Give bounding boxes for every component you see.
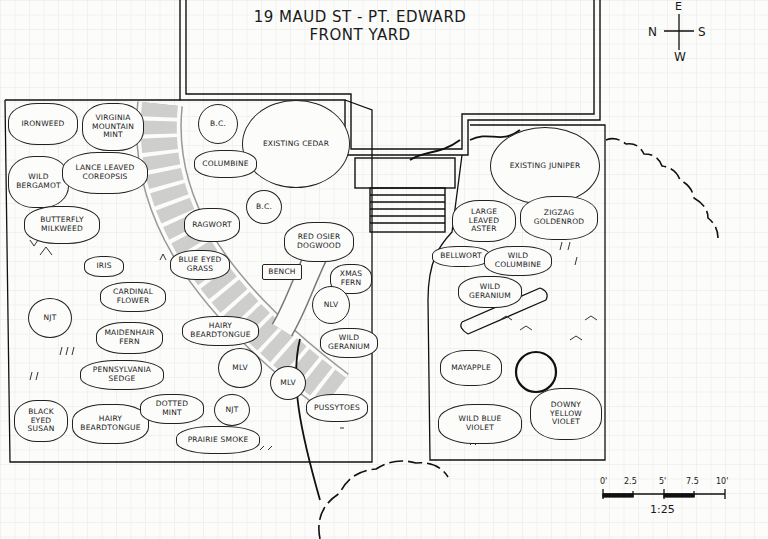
planting-area: WILD GERANIUM <box>458 276 522 308</box>
compass-letter: S <box>698 25 706 39</box>
bench-box: BENCH <box>262 264 302 280</box>
planting-area: IRIS <box>84 256 124 277</box>
plant-name: NJT <box>43 314 56 323</box>
planting-area: LANCE LEAVED COREOPSIS <box>62 152 148 194</box>
plant-name: LANCE LEAVED COREOPSIS <box>69 164 141 181</box>
plant-name: ZIGZAG GOLDENROD <box>527 209 591 226</box>
plant-name: BLACK EYED SUSAN <box>21 408 61 434</box>
planting-area: RED OSIER DOGWOOD <box>284 222 354 262</box>
planting-area: COLUMBINE <box>194 150 257 178</box>
plant-name: NJT <box>225 406 238 415</box>
plant-name: MAYAPPLE <box>451 364 491 373</box>
compass-letter: E <box>675 0 682 13</box>
plant-name: BENCH <box>268 268 295 277</box>
plant-name: WILD BLUE VIOLET <box>445 415 515 432</box>
plant-name: WILD COLUMBINE <box>491 252 545 269</box>
scale-label: 0' <box>600 477 607 486</box>
scale-label: 2.5 <box>624 477 637 486</box>
plant-name: BELLWORT <box>440 252 482 261</box>
plant-name: COLUMBINE <box>202 160 248 169</box>
plant-name: NLV <box>324 301 339 310</box>
planting-area: ZIGZAG GOLDENROD <box>520 196 598 240</box>
planting-area: BLACK EYED SUSAN <box>14 400 68 442</box>
planting-area: LARGE LEAVED ASTER <box>452 200 516 242</box>
plant-name: IRONWEED <box>21 120 64 129</box>
plant-name: LARGE LEAVED ASTER <box>459 208 509 234</box>
plant-name: XMAS FERN <box>337 270 365 287</box>
plant-name: CARDINAL FLOWER <box>107 288 159 305</box>
plan-title: 19 MAUD ST - PT. EDWARD FRONT YARD <box>230 8 490 44</box>
plant-circle: EXISTING CEDAR <box>242 100 350 188</box>
plant-name: BLUE EYED GRASS <box>177 256 223 273</box>
compass-letter: N <box>648 25 657 39</box>
plant-name: PENNSYLVANIA SEDGE <box>87 366 157 383</box>
scale-label: 1:25 <box>650 503 675 516</box>
plant-circle: EXISTING JUNIPER <box>490 127 600 205</box>
planting-area: BELLWORT <box>432 246 490 267</box>
planting-area: VIRGINIA MOUNTAIN MINT <box>82 103 144 151</box>
planting-area: MAIDENHAIR FERN <box>96 322 163 354</box>
plant-name: PUSSYTOES <box>314 404 360 413</box>
plant-name: EXISTING CEDAR <box>263 140 329 149</box>
plant-name: IRIS <box>96 262 111 271</box>
plant-name: DOWNY YELLOW VIOLET <box>537 401 595 427</box>
planting-area: BLUE EYED GRASS <box>170 250 230 280</box>
plant-circle: B.C. <box>198 104 238 144</box>
planting-area: IRONWEED <box>8 103 78 145</box>
planting-area: CARDINAL FLOWER <box>100 282 166 312</box>
plant-name: HAIRY BEARDTONGUE <box>189 322 252 339</box>
plant-name: PRAIRIE SMOKE <box>188 436 249 445</box>
planting-area: WILD BERGAMOT <box>8 156 69 208</box>
planting-area: WILD BLUE VIOLET <box>438 404 522 444</box>
plant-name: MLV <box>232 364 248 373</box>
plant-name: WILD BERGAMOT <box>15 173 62 190</box>
planting-area: PUSSYTOES <box>306 394 368 422</box>
plant-name: EXISTING JUNIPER <box>510 162 581 171</box>
planting-area: RAGWORT <box>184 208 240 242</box>
planting-area: BUTTERFLY MILKWEED <box>24 206 100 244</box>
plant-name: RED OSIER DOGWOOD <box>291 233 347 250</box>
planting-area: DOWNY YELLOW VIOLET <box>530 388 602 440</box>
compass-letter: W <box>674 50 686 64</box>
plant-circle: B.C. <box>246 190 282 224</box>
plant-name: B.C. <box>210 120 226 129</box>
planting-area: HAIRY BEARDTONGUE <box>182 316 259 346</box>
scale-label: 7.5 <box>686 477 699 486</box>
plant-name: DOTTED MINT <box>147 400 197 417</box>
plant-circle: MLV <box>270 366 306 400</box>
planting-area: PRAIRIE SMOKE <box>176 426 260 454</box>
plant-circle: MLV <box>218 348 262 388</box>
scale-label: 10' <box>716 477 728 486</box>
plant-name: RAGWORT <box>192 221 232 230</box>
planting-area: HAIRY BEARDTONGUE <box>72 404 149 444</box>
plant-name: WILD GERANIUM <box>465 283 515 300</box>
planting-area: WILD GERANIUM <box>320 328 378 358</box>
plant-name: BUTTERFLY MILKWEED <box>31 216 93 233</box>
plant-name: VIRGINIA MOUNTAIN MINT <box>89 114 137 140</box>
plant-name: MLV <box>280 379 296 388</box>
planting-area: MAYAPPLE <box>440 350 502 386</box>
plant-circle: NLV <box>312 286 350 324</box>
plant-name: HAIRY BEARDTONGUE <box>79 415 142 432</box>
planting-area: DOTTED MINT <box>140 394 204 424</box>
plant-name: MAIDENHAIR FERN <box>103 329 156 346</box>
plant-name: WILD GERANIUM <box>327 334 371 351</box>
planting-area: PENNSYLVANIA SEDGE <box>80 360 164 390</box>
plant-name: B.C. <box>256 203 272 212</box>
plant-circle: NJT <box>214 394 250 426</box>
plant-circle: NJT <box>28 298 72 338</box>
scale-label: 5' <box>659 477 666 486</box>
planting-area: WILD COLUMBINE <box>484 246 552 276</box>
